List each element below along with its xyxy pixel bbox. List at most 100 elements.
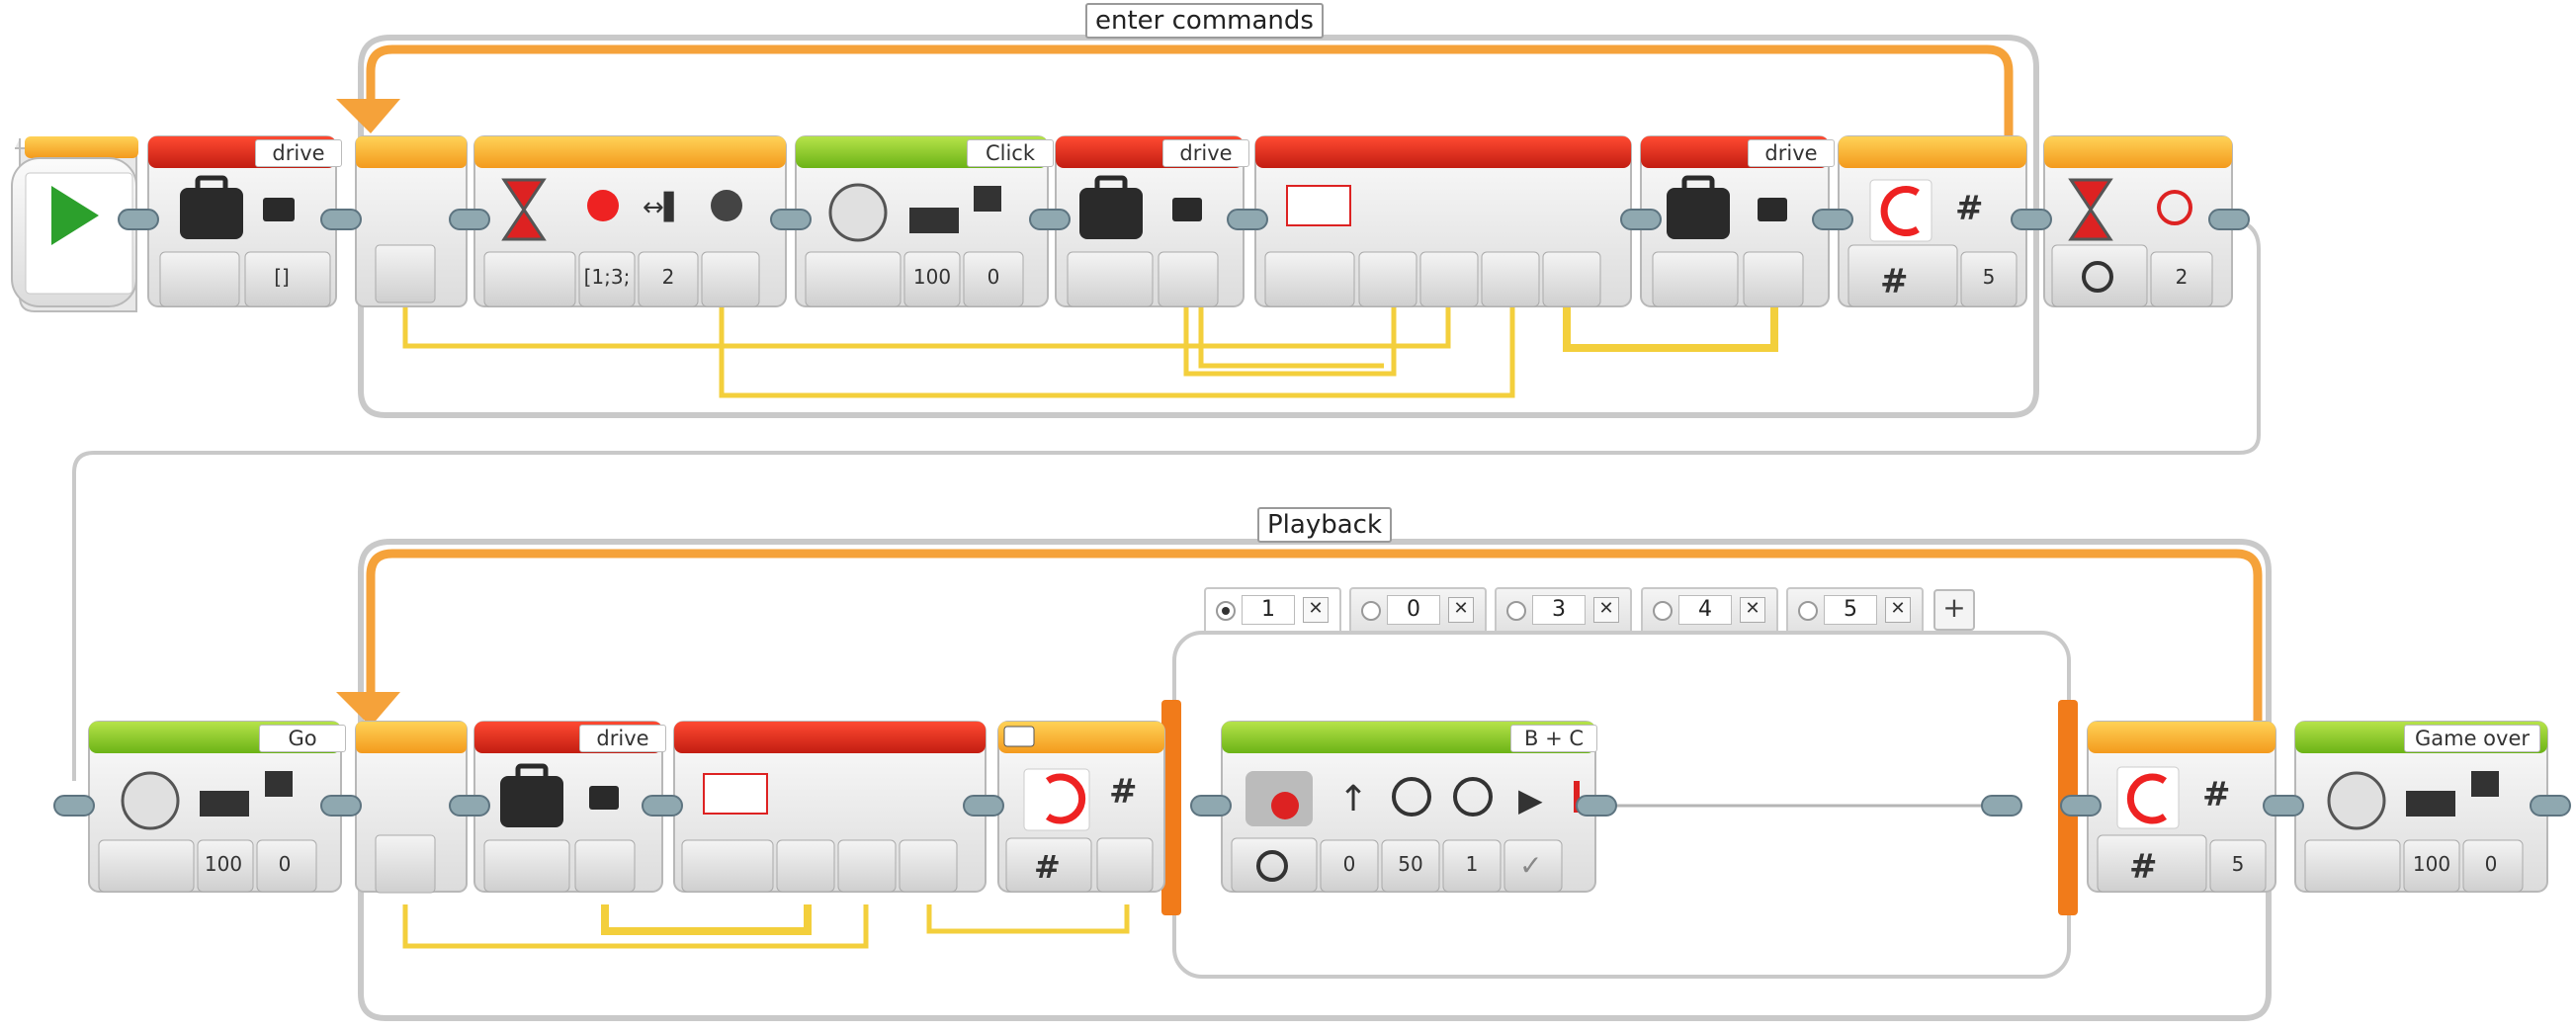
speedometer-icon xyxy=(1392,777,1431,817)
count-hash-icon: # xyxy=(2202,775,2231,815)
switch-numeric-block[interactable]: # # xyxy=(997,721,1165,893)
stopwatch-icon xyxy=(2157,190,2192,225)
loop-start-block-1[interactable] xyxy=(355,135,468,307)
sequence-ports-row1 xyxy=(118,209,2250,230)
move-steering-block[interactable]: ↑ ▶ ✓ xyxy=(1221,721,1596,893)
case-value[interactable]: 1 xyxy=(1242,595,1295,625)
sound-block-game-over[interactable] xyxy=(2294,721,2548,893)
hourglass-icon xyxy=(501,178,547,241)
sound1-play-type[interactable]: 0 xyxy=(987,265,1000,289)
sound1-header-label: Click xyxy=(967,139,1054,167)
array-operations-block[interactable] xyxy=(1254,135,1632,307)
wait1-value-b[interactable]: 2 xyxy=(661,265,675,289)
switch-case-tab-1[interactable]: 1 ✕ xyxy=(1204,587,1341,631)
switch-left-bracket xyxy=(1161,700,1181,915)
drive-myblock-4[interactable] xyxy=(473,721,663,893)
volume-icon xyxy=(909,208,959,233)
case-remove-button[interactable]: ✕ xyxy=(1593,597,1619,623)
add-case-button[interactable]: + xyxy=(1933,589,1975,631)
case-radio[interactable] xyxy=(1216,601,1236,621)
case-value[interactable]: 0 xyxy=(1387,595,1440,625)
drive1-header-label: drive xyxy=(255,139,342,167)
volume-icon xyxy=(2406,791,2455,817)
sequence-wire-row1-to-row2 xyxy=(72,217,2261,781)
switch-case-tab-5[interactable]: 5 ✕ xyxy=(1786,587,1924,631)
brake-icon: ▶ xyxy=(1518,781,1543,818)
sound-over-volume[interactable]: 100 xyxy=(2412,852,2451,876)
svg-text:#: # xyxy=(1034,848,1061,886)
sound1-volume[interactable]: 100 xyxy=(912,265,952,289)
flag-icon xyxy=(265,771,293,797)
move-header-label: B + C xyxy=(1510,725,1597,752)
switch-case-tab-4[interactable]: 4 ✕ xyxy=(1641,587,1778,631)
move-power-value[interactable]: 50 xyxy=(1398,852,1423,876)
wait-sensor-block[interactable]: ↔▌ xyxy=(473,135,787,307)
data-wires-row1 xyxy=(402,306,1778,398)
switch-case-tab-3[interactable]: 3 ✕ xyxy=(1495,587,1632,631)
flag-icon xyxy=(974,186,1001,212)
timer-wait-value[interactable]: 2 xyxy=(2175,265,2189,289)
small-briefcase-icon xyxy=(263,198,295,221)
speaker-icon xyxy=(828,183,888,242)
loop-start-block-2[interactable] xyxy=(355,721,468,894)
drive3-header-label: drive xyxy=(1748,139,1835,167)
drive-myblock-2[interactable] xyxy=(1055,135,1245,307)
briefcase-icon xyxy=(500,776,563,827)
case-remove-button[interactable]: ✕ xyxy=(1448,597,1474,623)
svg-text:#: # xyxy=(1880,262,1909,301)
distance-icon: ↔▌ xyxy=(643,191,684,222)
loop2-count-value[interactable]: 5 xyxy=(2231,852,2245,876)
loop-end-block-2[interactable]: # # xyxy=(2087,721,2276,893)
loop-label-playback[interactable]: Playback xyxy=(1257,507,1393,543)
case-radio[interactable] xyxy=(1361,601,1381,621)
data-wires-row2 xyxy=(402,904,1130,949)
drive-myblock-3[interactable] xyxy=(1640,135,1830,307)
move-direction-value[interactable]: 0 xyxy=(1342,852,1356,876)
array-icon xyxy=(1286,185,1351,226)
speaker-icon xyxy=(2327,771,2386,830)
compare-icon xyxy=(711,190,742,221)
flag-icon xyxy=(2471,771,2499,797)
play-icon xyxy=(51,186,99,245)
case-radio[interactable] xyxy=(1798,601,1818,621)
loop-end-block-1[interactable]: # # xyxy=(1838,135,2027,307)
count-hash-icon: # xyxy=(1955,189,1984,228)
sound-over-play-type[interactable]: 0 xyxy=(2484,852,2498,876)
array-read-block[interactable] xyxy=(673,721,987,893)
svg-text:#: # xyxy=(1109,772,1138,812)
case-radio[interactable] xyxy=(1506,601,1526,621)
array-icon xyxy=(703,773,768,815)
wait1-value-a[interactable]: [1;3; xyxy=(583,265,631,289)
loop1-count-value[interactable]: 5 xyxy=(1982,265,1996,289)
briefcase-icon xyxy=(1079,188,1143,239)
case-value[interactable]: 4 xyxy=(1678,595,1732,625)
checkmark-icon: ✓ xyxy=(1519,849,1542,882)
start-block[interactable] xyxy=(11,136,138,312)
sound-over-header-label: Game over xyxy=(2404,725,2540,752)
drive1-value[interactable]: [] xyxy=(274,265,290,289)
sound-go-volume[interactable]: 100 xyxy=(204,852,243,876)
wait-timer-block[interactable] xyxy=(2043,135,2233,307)
brick-button-icon xyxy=(587,190,619,221)
sequence-ports-row2 xyxy=(53,795,2571,817)
case-remove-button[interactable]: ✕ xyxy=(1740,597,1765,623)
drive4-header-label: drive xyxy=(579,725,666,752)
case-radio[interactable] xyxy=(1653,601,1673,621)
drive2-header-label: drive xyxy=(1162,139,1249,167)
switch-case-tab-0[interactable]: 0 ✕ xyxy=(1349,587,1487,631)
briefcase-icon xyxy=(1667,188,1730,239)
sound-go-play-type[interactable]: 0 xyxy=(278,852,292,876)
case-remove-button[interactable]: ✕ xyxy=(1885,597,1911,623)
sound-go-header-label: Go xyxy=(259,725,346,752)
arrow-up-icon: ↑ xyxy=(1338,779,1368,819)
speaker-icon xyxy=(121,771,180,830)
case-value[interactable]: 5 xyxy=(1824,595,1877,625)
case-value[interactable]: 3 xyxy=(1532,595,1586,625)
case-remove-button[interactable]: ✕ xyxy=(1303,597,1329,623)
loop-label-enter-commands[interactable]: enter commands xyxy=(1085,3,1324,39)
rotations-icon xyxy=(1453,777,1493,817)
svg-text:#: # xyxy=(2129,847,2158,887)
move-rotations-value[interactable]: 1 xyxy=(1465,852,1479,876)
volume-icon xyxy=(200,791,249,817)
